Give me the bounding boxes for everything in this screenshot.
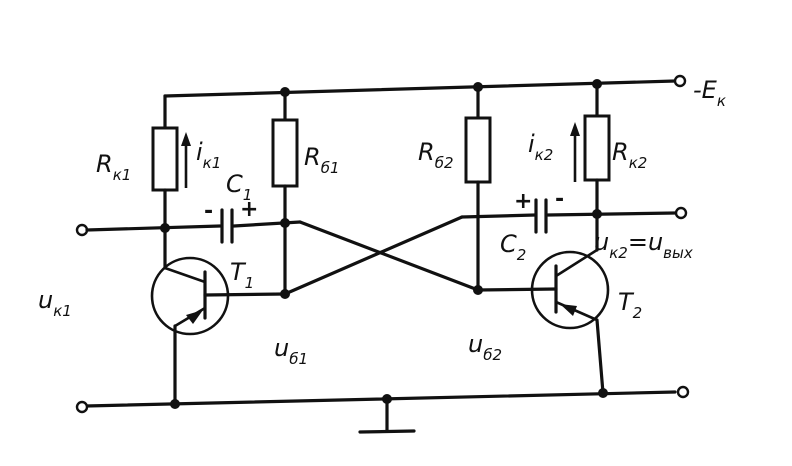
transistor-t1-label: T1: [230, 258, 254, 292]
resistor-rb1: [271, 118, 299, 188]
transistor-t2: [476, 248, 610, 395]
supply-rail: [163, 74, 687, 132]
capacitor-c1-minus: -: [204, 199, 213, 224]
capacitor-c2-label: C2: [500, 230, 526, 264]
capacitor-c1-label: C1: [226, 170, 252, 204]
resistor-rb2-label: Rб2: [418, 138, 453, 172]
resistor-rk2-label: Rк2: [612, 138, 647, 172]
transistor-t2-label: T2: [618, 288, 642, 322]
supply-label: -Eк: [693, 76, 726, 110]
capacitor-c2: [534, 198, 548, 234]
transistor-t1: [150, 256, 287, 406]
supply-terminal: [673, 74, 687, 88]
ground-symbol: [358, 429, 416, 434]
resistor-rb1-label: Rб1: [304, 143, 339, 177]
capacitor-c2-minus: -: [555, 187, 564, 212]
resistor-rk1-label: Rк1: [96, 150, 131, 184]
current-ik2-label: iк2: [528, 130, 553, 164]
voltage-ub2-label: uб2: [468, 330, 502, 364]
voltage-ub1-label: uб1: [274, 334, 308, 368]
resistor-rk1: [151, 126, 179, 192]
resistor-rb2: [464, 116, 492, 184]
cross-coupling: [283, 215, 480, 296]
output-ground-terminal: [676, 385, 690, 399]
current-arrow-ik2: [570, 122, 580, 182]
output-terminal: [674, 206, 688, 220]
capacitor-c2-plus: +: [514, 189, 532, 214]
current-arrow-ik1: [181, 132, 191, 188]
capacitor-c1: [220, 208, 234, 244]
voltage-uk2-output-label: uк2=uвых: [594, 228, 693, 262]
input-ground-terminal: [75, 400, 89, 414]
capacitor-c1-plus: +: [240, 197, 258, 222]
current-ik1-label: iк1: [196, 138, 221, 172]
ground-rail: [75, 385, 690, 434]
resistor-rk2: [583, 114, 611, 182]
voltage-uk1-label: uк1: [38, 286, 72, 320]
